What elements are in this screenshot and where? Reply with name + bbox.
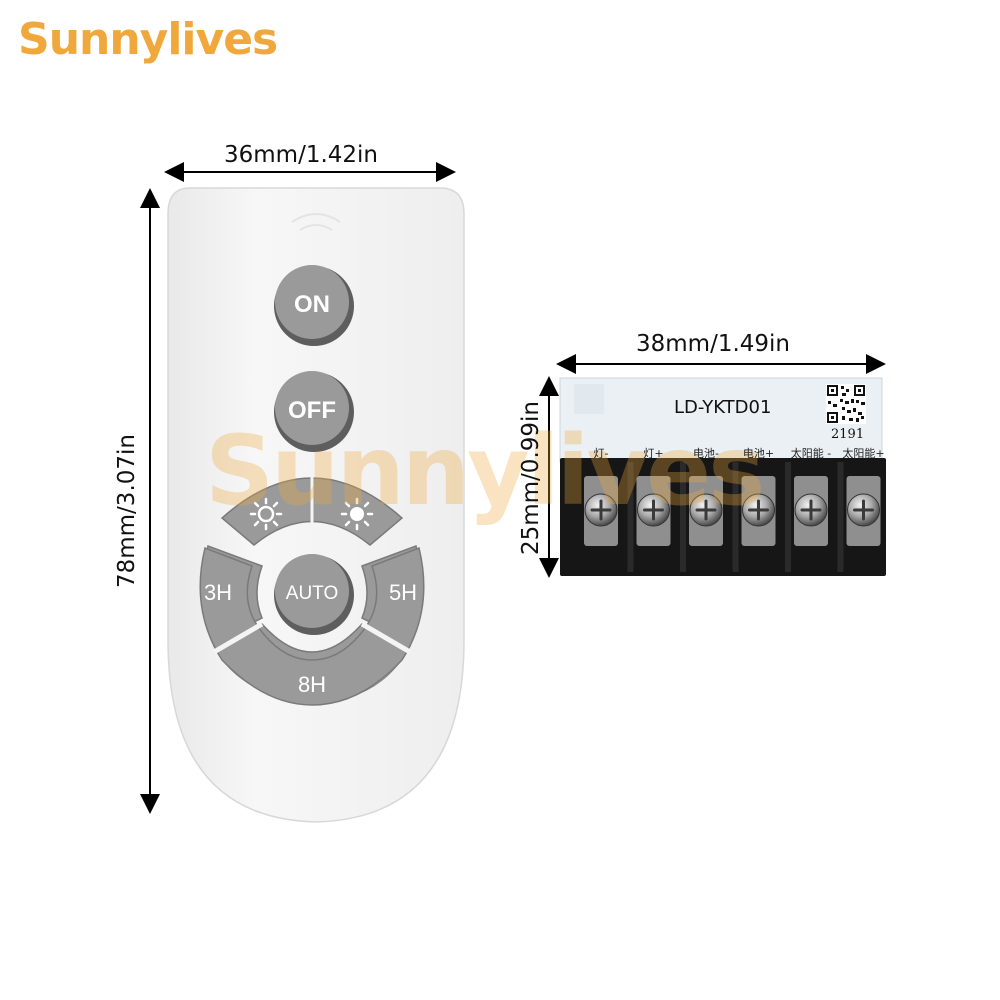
on-button[interactable]: ON (274, 265, 354, 346)
terminal-divider (627, 462, 634, 572)
timer-5h-label-top: 5H (389, 580, 417, 605)
auto-button[interactable]: AUTO (274, 554, 354, 635)
terminal-divider (785, 462, 791, 572)
timer-3h-label-top: 3H (204, 580, 232, 605)
terminal-label: 太阳能+ (842, 447, 885, 460)
screw-slot-icon (800, 499, 822, 521)
terminal-label: 灯+ (643, 447, 664, 460)
remote-width-label: 36mm/1.42in (224, 142, 379, 168)
sun-dim-icon[interactable] (249, 497, 283, 531)
brand-watermark: Sunnylives (205, 415, 765, 527)
timer-ring: 3H 5H 8H 3H 5H 8H (199, 544, 425, 706)
receiver-module (559, 377, 886, 576)
terminal-divider (680, 462, 686, 572)
timer-8h-label-top: 8H (298, 672, 326, 697)
receiver-height-label: 25mm/0.99in (518, 401, 544, 556)
screw-slot-icon (590, 499, 612, 521)
off-button-label: OFF (288, 397, 336, 424)
screw-slot-icon (643, 499, 664, 521)
qr-code (826, 384, 866, 424)
screw-slot-icon (695, 499, 717, 521)
remote-control: ON OFF (167, 187, 465, 823)
receiver-model-label: LD-YKTD01 (674, 397, 772, 418)
terminal-label: 电池+ (742, 447, 775, 460)
terminal-divider (732, 462, 739, 572)
sun-bright-icon[interactable] (340, 497, 374, 531)
screw-slot-icon (853, 499, 874, 521)
brightness-rocker (220, 468, 404, 546)
brand-logo: Sunnylives (18, 14, 278, 65)
receiver-width-label: 38mm/1.49in (636, 331, 791, 357)
brand-logo-text: Sunnylives (18, 14, 278, 65)
auto-button-label: AUTO (286, 583, 338, 604)
off-button[interactable]: OFF (274, 371, 354, 452)
brand-watermark-text: Sunnylives (205, 415, 765, 527)
terminal-label: 灯- (593, 447, 609, 460)
terminal-label: 电池- (693, 447, 719, 460)
terminal-label: 太阳能 - (790, 447, 832, 460)
terminal-divider (837, 462, 844, 572)
remote-height-label: 78mm/3.07in (114, 434, 140, 589)
on-button-label: ON (294, 291, 330, 318)
receiver-serial-label: 2191 (831, 427, 865, 442)
screw-slot-icon (748, 499, 769, 521)
